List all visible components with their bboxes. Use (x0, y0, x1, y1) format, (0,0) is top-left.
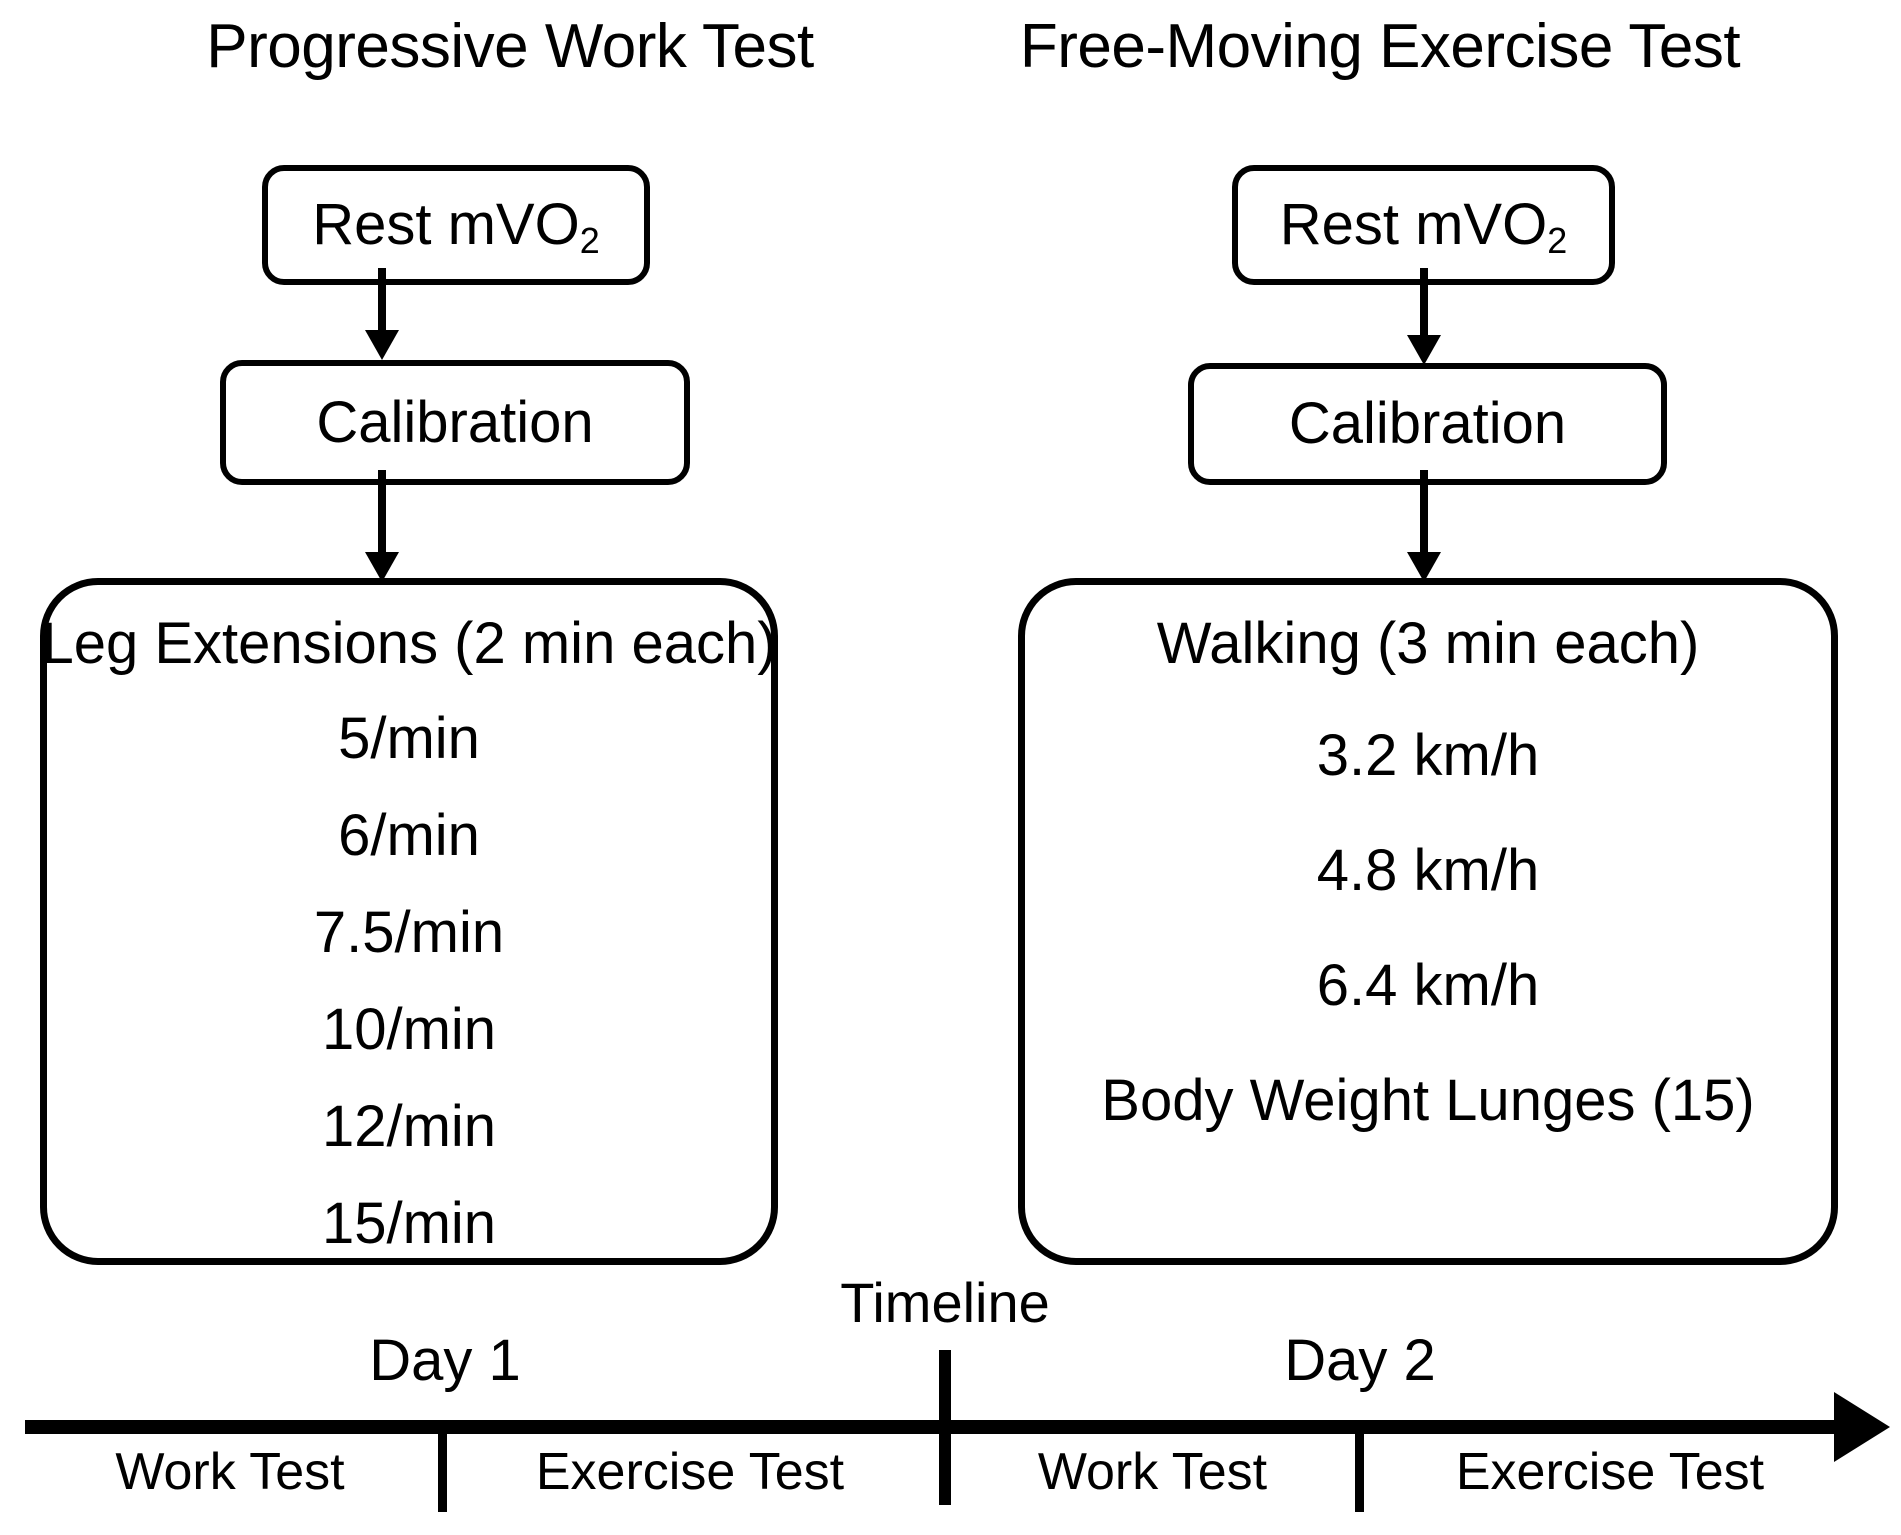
protocol-item: 6.4 km/h (1316, 953, 1540, 1018)
arrow-shaft (1420, 268, 1428, 335)
protocol-panel-walking: Walking (3 min each) 3.2 km/h 4.8 km/h 6… (1018, 578, 1838, 1265)
node-rest-mvo2-right-label: Rest mVO2 (1280, 196, 1568, 259)
timeline-axis-line (25, 1420, 1840, 1434)
arrow-shaft (1420, 470, 1428, 552)
timeline-segment-tick (438, 1432, 447, 1512)
node-rest-mvo2-left-subscript: 2 (579, 220, 600, 262)
column-title-free-moving-exercise-test: Free-Moving Exercise Test (1019, 12, 1741, 81)
protocol-item: 7.5/min (313, 900, 505, 965)
timeline-segment-label: Exercise Test (1455, 1443, 1765, 1501)
timeline-day-label: Day 1 (369, 1328, 521, 1393)
arrow-head-down-icon (1407, 335, 1441, 365)
node-calibration-right: Calibration (1188, 363, 1667, 485)
timeline-arrow-head-icon (1834, 1392, 1890, 1462)
timeline-day-label: Day 2 (1284, 1328, 1436, 1393)
timeline-segment-label: Work Test (1037, 1443, 1268, 1501)
protocol-item: 15/min (321, 1191, 497, 1256)
timeline-caption: Timeline (840, 1271, 1050, 1334)
protocol-item: 6/min (338, 803, 480, 868)
node-calibration-right-label: Calibration (1288, 391, 1567, 456)
node-rest-mvo2-left-text: Rest mVO (312, 192, 580, 257)
protocol-item: 5/min (338, 706, 480, 771)
arrow-rest-to-calibration-left (362, 268, 402, 360)
arrow-shaft (378, 268, 386, 330)
protocol-panel-leg-extensions: Leg Extensions (2 min each) 5/min 6/min … (40, 578, 778, 1265)
timeline: Timeline Day 1 Day 2 Work Test Exercise … (0, 1275, 1901, 1535)
arrow-calibration-to-protocol-right (1404, 470, 1444, 582)
timeline-day-divider (939, 1350, 951, 1505)
protocol-item: 12/min (321, 1094, 497, 1159)
node-rest-mvo2-right: Rest mVO2 (1232, 165, 1615, 285)
arrow-head-down-icon (365, 552, 399, 582)
node-calibration-left: Calibration (220, 360, 690, 485)
column-title-progressive-work-test: Progressive Work Test (206, 12, 814, 81)
protocol-item: Body Weight Lunges (15) (1101, 1068, 1755, 1133)
arrow-head-down-icon (365, 330, 399, 360)
arrow-rest-to-calibration-right (1404, 268, 1444, 365)
node-rest-mvo2-right-subscript: 2 (1547, 220, 1568, 262)
node-rest-mvo2-left-label: Rest mVO2 (312, 196, 600, 259)
timeline-segment-label: Work Test (115, 1443, 345, 1501)
protocol-item: 3.2 km/h (1316, 723, 1540, 788)
arrow-head-down-icon (1407, 552, 1441, 582)
node-calibration-left-label: Calibration (316, 389, 594, 455)
protocol-heading: Leg Extensions (2 min each) (41, 611, 777, 676)
timeline-segment-tick (1355, 1432, 1364, 1512)
node-rest-mvo2-right-text: Rest mVO (1279, 192, 1548, 257)
node-rest-mvo2-left: Rest mVO2 (262, 165, 650, 285)
protocol-heading: Walking (3 min each) (1156, 611, 1700, 676)
arrow-shaft (378, 470, 386, 552)
protocol-item: 10/min (321, 997, 497, 1062)
timeline-segment-label: Exercise Test (535, 1443, 845, 1501)
arrow-calibration-to-protocol-left (362, 470, 402, 582)
protocol-item: 4.8 km/h (1316, 838, 1540, 903)
